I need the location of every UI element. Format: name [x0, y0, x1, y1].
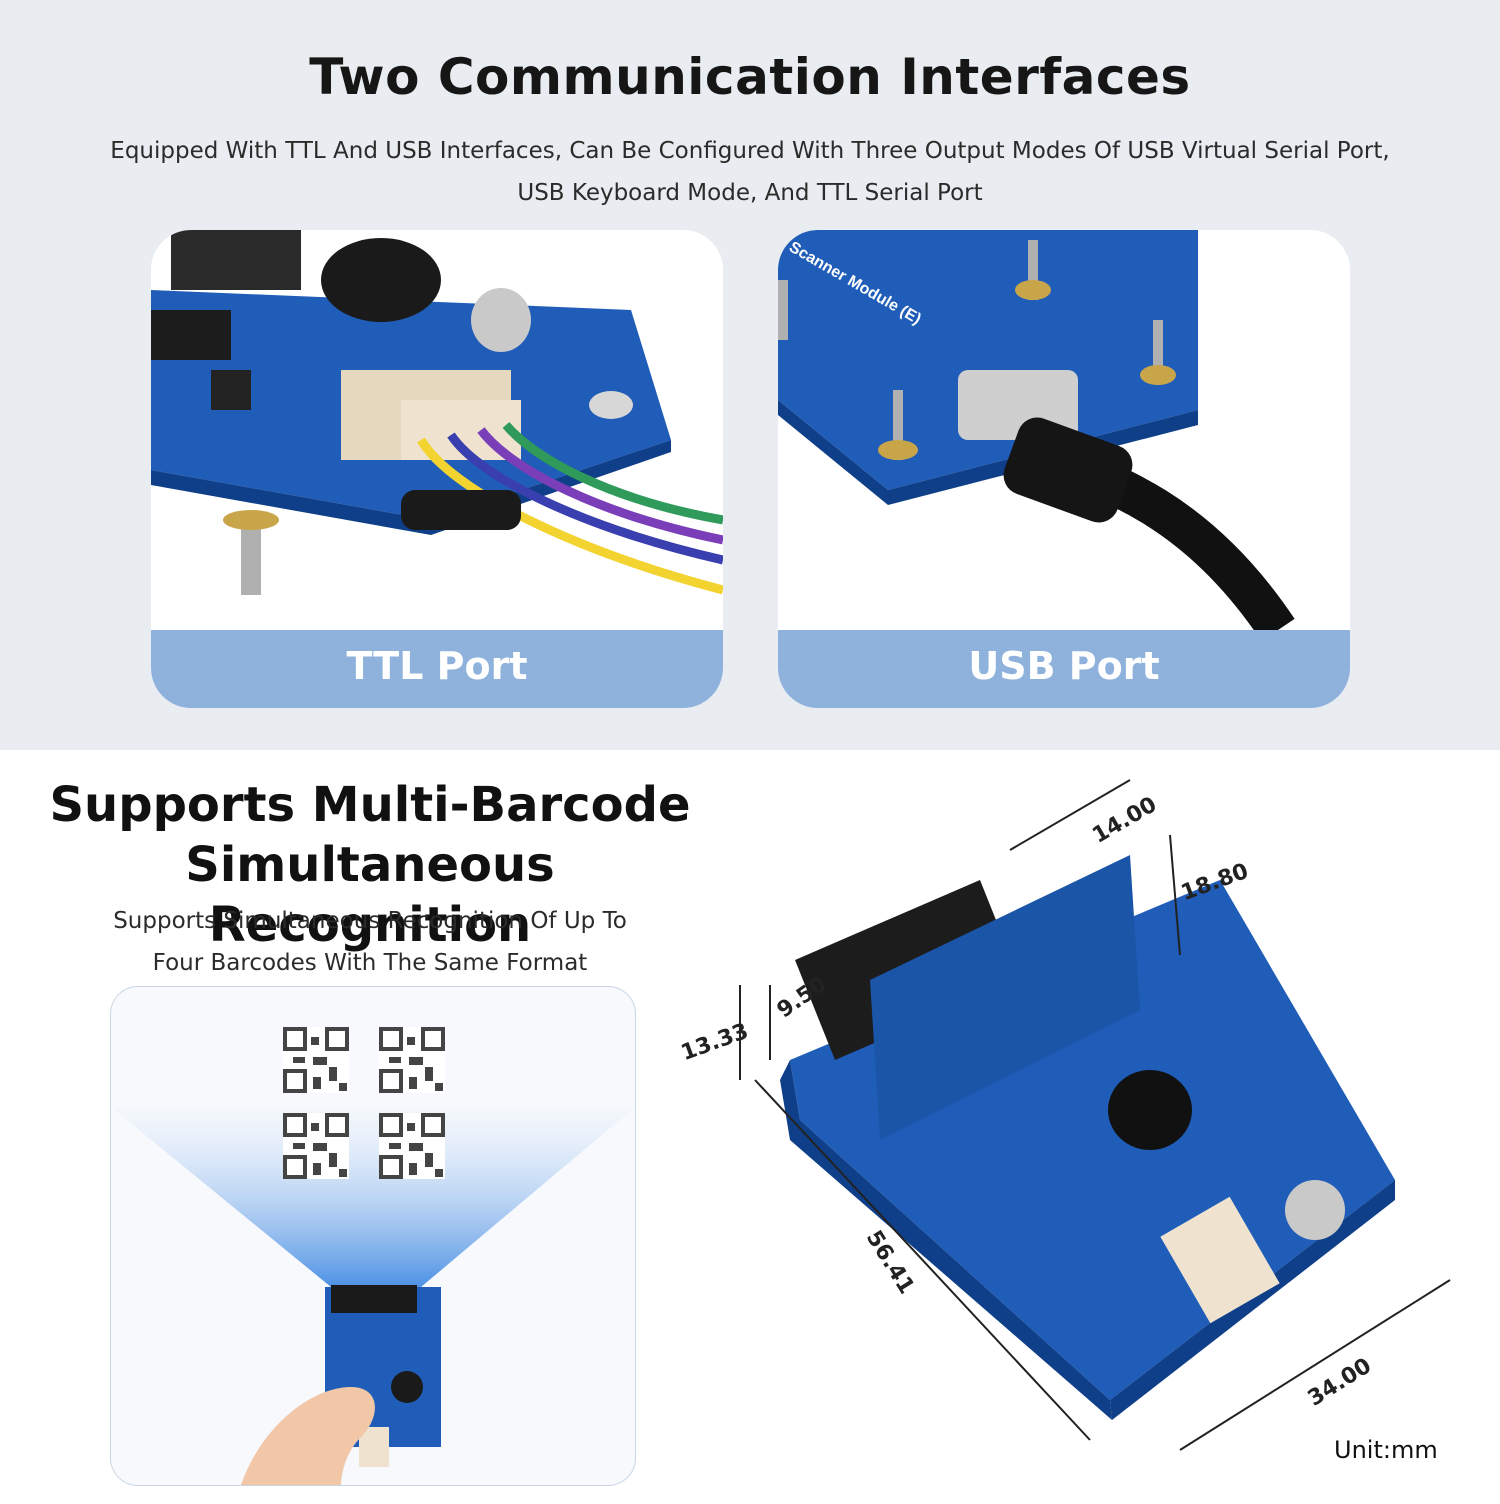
feature-title-line-1: Supports Multi-Barcode	[49, 777, 691, 833]
feature-description: Supports Simultaneous Recognition Of Up …	[70, 900, 670, 984]
page-subtitle: Equipped With TTL And USB Interfaces, Ca…	[100, 130, 1400, 214]
feature-desc-line-2: Four Barcodes With The Same Format	[152, 950, 588, 976]
multi-barcode-demo	[110, 986, 636, 1486]
usb-port-band	[778, 630, 1350, 708]
feature-desc-line-1: Supports Simultaneous Recognition Of Up …	[113, 908, 627, 934]
ttl-port-photo	[151, 230, 723, 630]
subtitle-line-2: USB Keyboard Mode, And TTL Serial Port	[517, 180, 983, 206]
feature-title: Supports Multi-Barcode Simultaneous Reco…	[30, 775, 710, 955]
ttl-port-card: TTL Port	[151, 230, 723, 708]
qr-code-icon	[379, 1113, 445, 1179]
unit-label: Unit:mm	[1334, 1436, 1438, 1464]
feature-title-line-2: Simultaneous Recognition	[185, 837, 555, 953]
board-dimension-illustration	[739, 779, 1451, 1451]
usb-port-photo: Scanner Module (E)	[778, 230, 1350, 630]
qr-code-icon	[283, 1027, 349, 1093]
multi-barcode-illustration	[111, 1027, 635, 1485]
usb-port-card: Scanner Module (E) USB Port	[778, 230, 1350, 708]
ttl-port-label: TTL Port	[346, 644, 528, 688]
scanner-module-in-hand	[241, 1285, 441, 1485]
qr-code-icon	[283, 1113, 349, 1179]
subtitle-line-1: Equipped With TTL And USB Interfaces, Ca…	[110, 138, 1390, 164]
page-title: Two Communication Interfaces	[309, 48, 1191, 106]
usb-port-label: USB Port	[968, 644, 1160, 688]
dimension-drawing: 14.00 18.80 9.50 13.33 56.41 34.00	[660, 760, 1500, 1500]
qr-code-icon	[379, 1027, 445, 1093]
qr-code-group	[283, 1027, 445, 1179]
ttl-port-band	[151, 630, 723, 708]
